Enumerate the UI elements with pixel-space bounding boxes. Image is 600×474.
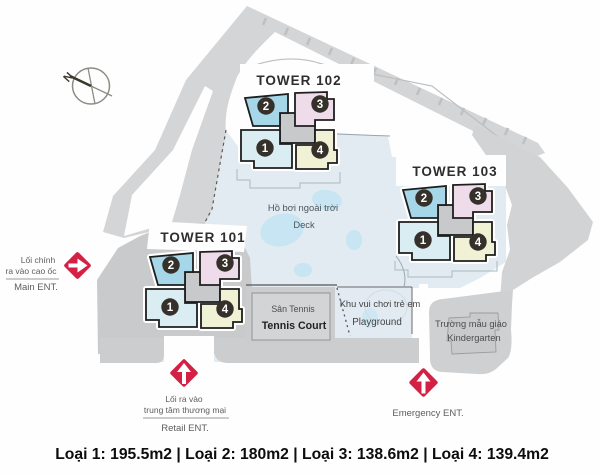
svg-text:Sân Tennis: Sân Tennis xyxy=(271,304,315,314)
svg-text:Playground: Playground xyxy=(352,317,402,328)
svg-text:Retail ENT.: Retail ENT. xyxy=(161,423,209,434)
svg-text:Loại 1: 195.5m2 | Loại 2: 180m: Loại 1: 195.5m2 | Loại 2: 180m2 | Loại 3… xyxy=(55,446,549,463)
svg-text:Lối chính: Lối chính xyxy=(21,255,56,265)
svg-text:TOWER 102: TOWER 102 xyxy=(256,73,341,88)
svg-text:Deck: Deck xyxy=(293,219,315,230)
svg-text:ra vào cao ốc: ra vào cao ốc xyxy=(5,266,57,276)
svg-text:Khu vui chơi trẻ em: Khu vui chơi trẻ em xyxy=(340,299,421,309)
svg-text:trung tâm thương mại: trung tâm thương mại xyxy=(144,405,226,415)
svg-text:TOWER 103: TOWER 103 xyxy=(412,164,497,179)
svg-text:Hồ bơi ngoài trời: Hồ bơi ngoài trời xyxy=(268,202,338,213)
svg-text:Kindergarten: Kindergarten xyxy=(447,333,500,343)
svg-text:Trường mẫu giáo: Trường mẫu giáo xyxy=(435,319,507,329)
svg-text:Main ENT.: Main ENT. xyxy=(14,282,58,293)
svg-text:Lối ra vào: Lối ra vào xyxy=(165,394,203,404)
svg-text:Tennis Court: Tennis Court xyxy=(262,320,327,332)
svg-text:Emergency ENT.: Emergency ENT. xyxy=(392,408,463,419)
svg-text:TOWER 101: TOWER 101 xyxy=(160,230,245,245)
